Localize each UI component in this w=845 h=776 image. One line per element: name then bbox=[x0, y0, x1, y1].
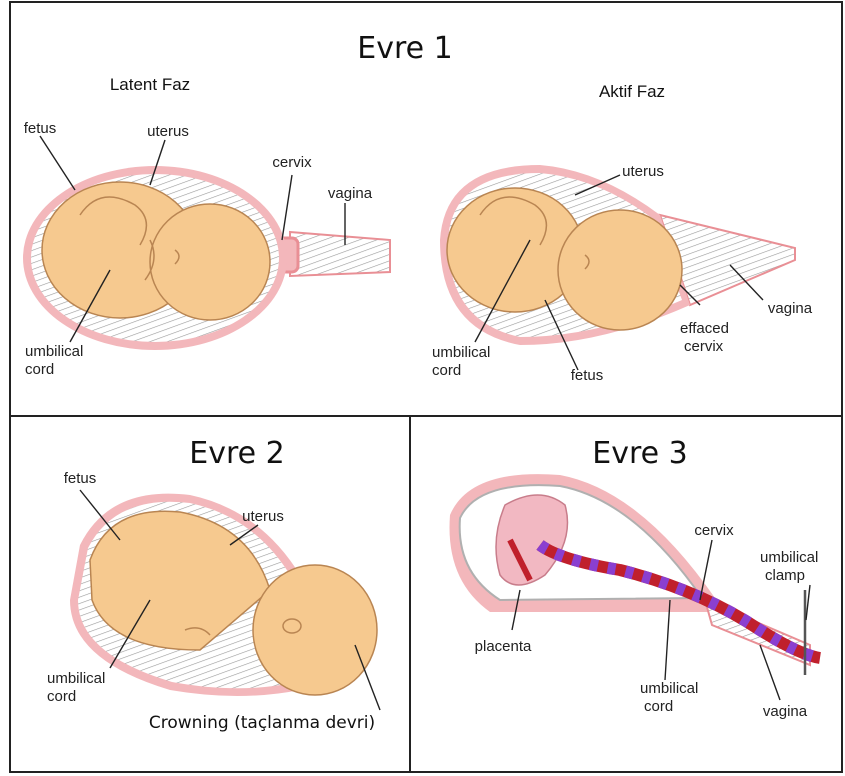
active-label-effaced-cervix-1: effaced bbox=[680, 320, 729, 337]
latent-label-fetus: fetus bbox=[24, 120, 57, 137]
stage-2-panel: Evre 2 fetus uterus umbilical cord Crown… bbox=[47, 436, 380, 733]
latent-phase-title: Latent Faz bbox=[110, 75, 190, 94]
vagina-shape bbox=[290, 232, 390, 276]
stage-3-panel: Evre 3 cervix umbilical clamp placenta u… bbox=[450, 436, 821, 720]
stage3-label-umbilical-cord-2: cord bbox=[644, 698, 673, 715]
stage2-label-umbilical-cord-1: umbilical bbox=[47, 670, 105, 687]
stage3-label-umbilical-clamp-1: umbilical bbox=[760, 549, 818, 566]
latent-phase-illustration: Latent Faz fetus uterus c bbox=[23, 75, 390, 378]
active-phase-title: Aktif Faz bbox=[599, 82, 665, 101]
latent-label-umbilical-cord-1: umbilical bbox=[25, 343, 83, 360]
latent-label-cervix: cervix bbox=[272, 154, 312, 171]
stage3-label-umbilical-cord-1: umbilical bbox=[640, 680, 698, 697]
stage2-label-umbilical-cord-2: cord bbox=[47, 688, 76, 705]
stage2-label-fetus: fetus bbox=[64, 470, 97, 487]
stage3-label-cervix: cervix bbox=[694, 522, 734, 539]
stage-1-panel: Evre 1 Latent Faz fe bbox=[23, 31, 813, 384]
stage-3-title: Evre 3 bbox=[592, 436, 687, 471]
active-label-vagina: vagina bbox=[768, 300, 813, 317]
active-label-umbilical-cord-2: cord bbox=[432, 362, 461, 379]
stage3-label-umbilical-clamp-2: clamp bbox=[765, 567, 805, 584]
stage3-label-vagina: vagina bbox=[763, 703, 808, 720]
stage3-label-placenta: placenta bbox=[475, 638, 532, 655]
latent-label-uterus: uterus bbox=[147, 123, 189, 140]
active-phase-illustration: Aktif Faz uterus vagina effaced cervix u… bbox=[432, 82, 813, 384]
stage-1-title: Evre 1 bbox=[357, 31, 452, 66]
stage2-label-uterus: uterus bbox=[242, 508, 284, 525]
latent-label-vagina: vagina bbox=[328, 185, 373, 202]
active-label-uterus: uterus bbox=[622, 163, 664, 180]
active-label-effaced-cervix-2: cervix bbox=[684, 338, 724, 355]
stage2-label-crowning: Crowning (taçlanma devri) bbox=[149, 713, 375, 733]
active-label-umbilical-cord-1: umbilical bbox=[432, 344, 490, 361]
latent-label-umbilical-cord-2: cord bbox=[25, 361, 54, 378]
active-label-fetus: fetus bbox=[571, 367, 604, 384]
stage-2-title: Evre 2 bbox=[189, 436, 284, 471]
